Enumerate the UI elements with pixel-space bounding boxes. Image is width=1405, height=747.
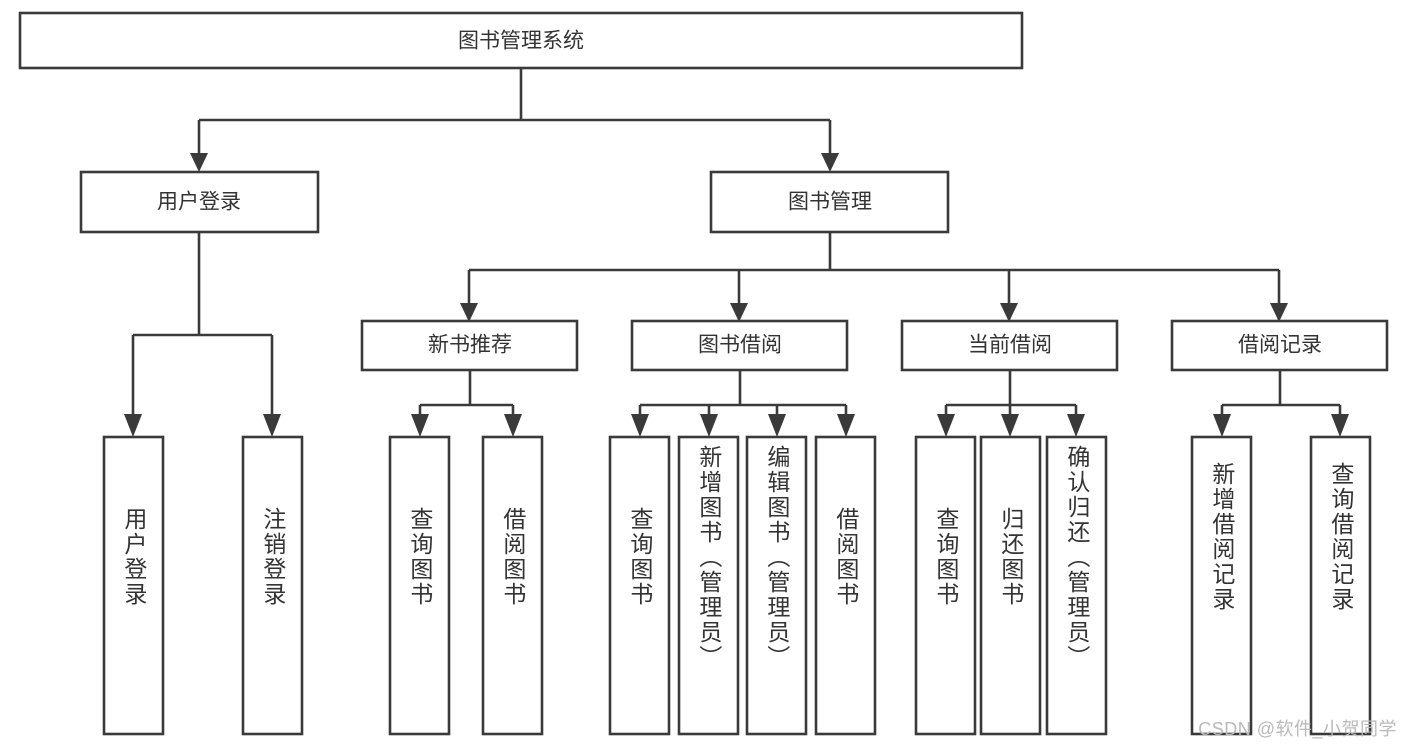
node-root-label: 图书管理系统: [458, 30, 584, 53]
node-borrow-record-label: 借阅记录: [1238, 334, 1322, 357]
leaf-box-book-borrow-3[interactable]: [745, 435, 808, 736]
leaf-box-new-book-2[interactable]: [481, 435, 544, 736]
node-borrow-record-box[interactable]: [1170, 319, 1389, 372]
leaf-box-book-borrow-1[interactable]: [608, 435, 671, 736]
node-user-login-label: 用户登录: [157, 191, 241, 214]
leaf-box-borrow-record-2[interactable]: [1309, 435, 1372, 736]
arrow-borrow-record-leaf-1: [1213, 414, 1231, 437]
node-root-box[interactable]: [18, 11, 1024, 70]
leaf-box-book-borrow-4[interactable]: [814, 435, 877, 736]
arrow-book-borrow-leaf-4: [837, 414, 855, 437]
leaf-box-new-book-1[interactable]: [388, 435, 451, 736]
arrow-current-borrow-leaf-3: [1067, 414, 1085, 437]
node-book-borrow-label: 图书借阅: [698, 334, 782, 357]
arrow-book-borrow-leaf-1: [631, 414, 649, 437]
leaf-box-book-borrow-2[interactable]: [677, 435, 740, 736]
node-book-manage-label: 图书管理: [788, 191, 872, 214]
leaf-box-borrow-record-1[interactable]: [1190, 435, 1253, 736]
arrow-to-new-book: [460, 303, 478, 322]
leaf-box-current-borrow-3[interactable]: [1045, 435, 1108, 736]
watermark-text: CSDN @软件_小贺同学: [1198, 719, 1397, 739]
arrow-user-login-leaf-1: [124, 414, 142, 437]
arrow-to-current-borrow: [1000, 303, 1018, 322]
arrow-current-borrow-leaf-1: [937, 414, 955, 437]
arrow-to-book-manage: [821, 153, 839, 172]
leaf-box-current-borrow-1[interactable]: [914, 435, 977, 736]
arrow-to-borrow-record: [1270, 303, 1288, 322]
arrow-new-book-leaf-1: [411, 414, 429, 437]
arrow-to-book-borrow: [730, 303, 748, 322]
arrow-current-borrow-leaf-2: [1001, 414, 1019, 437]
leaf-box-user-login-1[interactable]: [102, 435, 165, 736]
node-current-borrow-box[interactable]: [900, 319, 1119, 372]
leaf-box-current-borrow-2[interactable]: [979, 435, 1042, 736]
leaf-box-user-login-2[interactable]: [241, 435, 304, 736]
node-book-manage-box[interactable]: [709, 170, 950, 234]
arrow-borrow-record-leaf-2: [1331, 414, 1349, 437]
node-current-borrow-label: 当前借阅: [968, 334, 1052, 357]
arrow-book-borrow-leaf-3: [768, 414, 786, 437]
node-new-book-box[interactable]: [360, 319, 579, 372]
arrow-to-user-login: [190, 153, 208, 172]
node-new-book-label: 新书推荐: [428, 334, 512, 357]
arrow-user-login-leaf-2: [263, 414, 281, 437]
arrow-new-book-leaf-2: [504, 414, 522, 437]
arrow-book-borrow-leaf-2: [700, 414, 718, 437]
node-book-borrow-box[interactable]: [630, 319, 849, 372]
